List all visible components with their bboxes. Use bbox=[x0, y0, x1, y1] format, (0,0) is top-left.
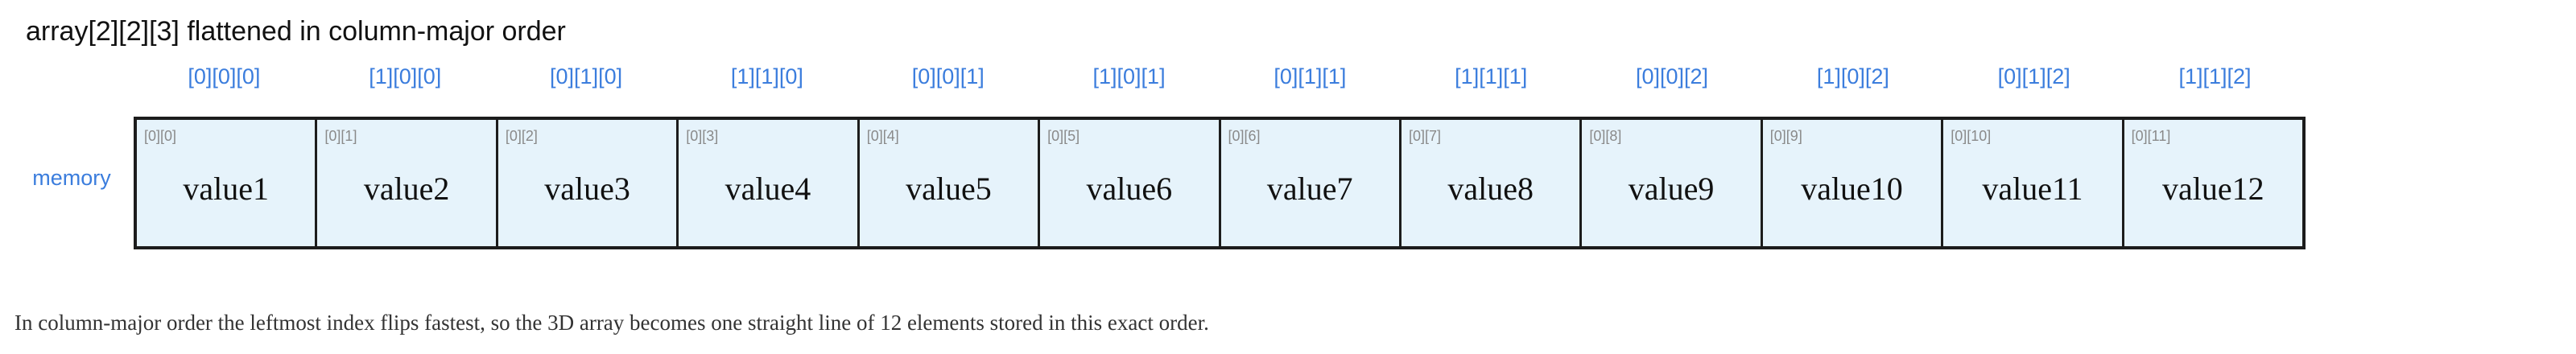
diagram-caption: In column-major order the leftmost index… bbox=[14, 311, 1209, 335]
memory-row-label: memory bbox=[32, 166, 111, 190]
memory-cell: [0][10] value11 bbox=[1943, 120, 2124, 246]
index-label: [1][1][1] bbox=[1455, 64, 1528, 88]
cell-offset-tag: [0][2] bbox=[505, 128, 538, 144]
diagram-title: array[2][2][3] flattened in column-major… bbox=[26, 16, 566, 47]
cell-offset-tag: [0][6] bbox=[1228, 128, 1261, 144]
memory-cell: [0][7] value8 bbox=[1402, 120, 1583, 246]
index-label-row: [0][0][0] [1][0][0] [0][1][0] [1][1][0] … bbox=[134, 64, 2306, 89]
index-label: [1][1][2] bbox=[2178, 64, 2252, 88]
cell-value: value6 bbox=[1086, 171, 1173, 207]
index-label: [1][0][0] bbox=[369, 64, 442, 88]
cell-value: value4 bbox=[724, 171, 811, 207]
cell-value: value8 bbox=[1447, 171, 1534, 207]
cell-value: value12 bbox=[2162, 171, 2264, 207]
cell-offset-tag: [0][7] bbox=[1408, 128, 1441, 144]
memory-cell: [0][1] value2 bbox=[317, 120, 498, 246]
cell-offset-tag: [0][1] bbox=[324, 128, 357, 144]
memory-cell: [0][5] value6 bbox=[1040, 120, 1221, 246]
cell-offset-tag: [0][0] bbox=[144, 128, 177, 144]
memory-cell: [0][0] value1 bbox=[137, 120, 318, 246]
memory-cell: [0][8] value9 bbox=[1582, 120, 1763, 246]
memory-cell: [0][6] value7 bbox=[1221, 120, 1402, 246]
index-label: [1][0][2] bbox=[1816, 64, 1889, 88]
cell-offset-tag: [0][3] bbox=[686, 128, 719, 144]
index-label: [0][0][1] bbox=[911, 64, 985, 88]
cell-value: value5 bbox=[906, 171, 992, 207]
memory-strip: [0][0] value1 [0][1] value2 [0][2] value… bbox=[134, 117, 2306, 249]
cell-offset-tag: [0][9] bbox=[1769, 128, 1802, 144]
cell-offset-tag: [0][5] bbox=[1047, 128, 1080, 144]
cell-value: value10 bbox=[1801, 171, 1903, 207]
cell-value: value7 bbox=[1266, 171, 1353, 207]
index-label: [0][1][1] bbox=[1274, 64, 1347, 88]
cell-offset-tag: [0][11] bbox=[2131, 128, 2171, 144]
memory-cell: [0][2] value3 bbox=[498, 120, 679, 246]
cell-value: value11 bbox=[1982, 171, 2083, 207]
index-label: [1][0][1] bbox=[1092, 64, 1166, 88]
memory-cell: [0][3] value4 bbox=[679, 120, 860, 246]
cell-offset-tag: [0][8] bbox=[1589, 128, 1622, 144]
index-label: [0][1][2] bbox=[1997, 64, 2070, 88]
memory-cell: [0][11] value12 bbox=[2124, 120, 2302, 246]
cell-offset-tag: [0][10] bbox=[1951, 128, 1992, 144]
index-label: [0][0][2] bbox=[1636, 64, 1709, 88]
cell-value: value9 bbox=[1628, 171, 1715, 207]
index-label: [0][0][0] bbox=[188, 64, 261, 88]
memory-cell: [0][9] value10 bbox=[1763, 120, 1944, 246]
cell-offset-tag: [0][4] bbox=[866, 128, 899, 144]
index-label: [0][1][0] bbox=[550, 64, 623, 88]
cell-value: value3 bbox=[544, 171, 630, 207]
index-label: [1][1][0] bbox=[730, 64, 803, 88]
memory-cell: [0][4] value5 bbox=[860, 120, 1041, 246]
cell-value: value2 bbox=[363, 171, 450, 207]
cell-value: value1 bbox=[183, 171, 270, 207]
